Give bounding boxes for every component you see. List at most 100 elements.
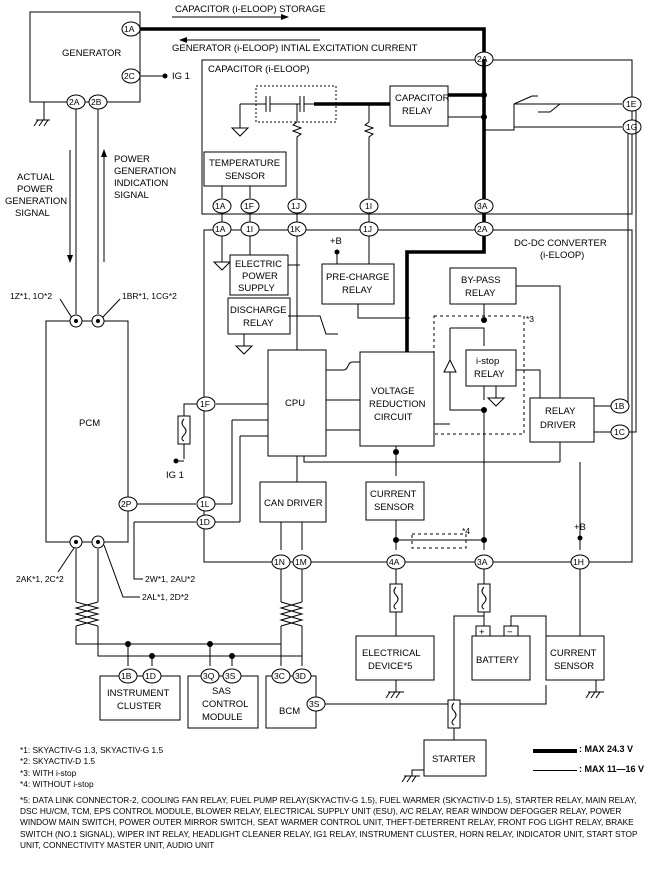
svg-text:RELAY: RELAY: [243, 318, 274, 329]
svg-text:CLUSTER: CLUSTER: [117, 701, 161, 712]
dcdc-pin-1b: 1B: [610, 398, 630, 414]
svg-text:SIGNAL: SIGNAL: [15, 208, 50, 219]
discharge-relay: [227, 297, 291, 335]
svg-text:POWER: POWER: [114, 154, 150, 165]
svg-text:3Q: 3Q: [203, 671, 215, 681]
svg-text:4A: 4A: [389, 557, 400, 567]
svg-text:1G: 1G: [626, 122, 637, 132]
legend-thick-label: : MAX 24.3 V: [579, 744, 634, 754]
sas-control-module: [187, 675, 259, 729]
svg-text:1B: 1B: [614, 401, 625, 411]
svg-text:SIGNAL: SIGNAL: [114, 190, 149, 201]
instrument-cluster: [99, 675, 181, 721]
svg-text:1F: 1F: [200, 399, 210, 409]
bcm-pin-3c: 3C: [271, 668, 291, 684]
svg-text:2A: 2A: [69, 97, 80, 107]
svg-text:1J: 1J: [363, 224, 372, 234]
svg-text:1A: 1A: [215, 224, 226, 234]
instrument-pin-1d: 1D: [142, 668, 162, 684]
svg-text:CONTROL: CONTROL: [202, 699, 248, 710]
svg-text:SENSOR: SENSOR: [225, 171, 265, 182]
svg-text:1J: 1J: [291, 201, 300, 211]
svg-text:1F: 1F: [244, 201, 254, 211]
svg-text:INSTRUMENT: INSTRUMENT: [107, 688, 169, 699]
svg-text:2B: 2B: [91, 97, 102, 107]
dcdc-pin-4a: 4A: [386, 554, 406, 570]
svg-text:DRIVER: DRIVER: [540, 420, 576, 431]
note-2: *2: SKYACTIV-D 1.5: [20, 756, 96, 767]
svg-text:POWER: POWER: [242, 271, 278, 282]
dcdc-pin-1a: 1A: [212, 221, 232, 237]
generator-pin-2b: 2B: [88, 94, 108, 110]
svg-text:1D: 1D: [145, 671, 156, 681]
voltage-reduction-circuit: [359, 351, 435, 447]
svg-text:TEMPERATURE: TEMPERATURE: [209, 158, 280, 169]
footnotes: *1: SKYACTIV-G 1.3, SKYACTIV-G 1.5 *2: S…: [20, 745, 650, 852]
pcm-twisted-pair: [74, 601, 100, 627]
relay-driver: [529, 397, 595, 443]
dcdc-pin-1h: 1H: [570, 554, 590, 570]
capacitor-pin-1i: 1I: [359, 198, 379, 214]
cpu-label: CPU: [285, 398, 305, 409]
svg-text:1D: 1D: [199, 517, 210, 527]
dcdc-current-sensor: [365, 481, 425, 521]
svg-text:PRE-CHARGE: PRE-CHARGE: [326, 272, 389, 283]
svg-text:1L: 1L: [200, 499, 210, 509]
svg-text:1E: 1E: [626, 99, 637, 109]
dcdc-pin-3a: 3A: [474, 554, 494, 570]
temperature-sensor: [203, 151, 287, 187]
generator-pin-2a: 2A: [66, 94, 86, 110]
power-indication-signal-label: POWER GENERATION INDICATION SIGNAL: [114, 154, 176, 201]
svg-text:MODULE: MODULE: [202, 712, 243, 723]
capacitor-pin-1e: 1E: [622, 96, 642, 112]
svg-text:POWER: POWER: [17, 184, 53, 195]
dcdc-pin-1f: 1F: [196, 396, 216, 412]
svg-text:VOLTAGE: VOLTAGE: [371, 386, 414, 397]
capacitor-title: CAPACITOR (i-ELOOP): [208, 64, 310, 75]
svg-text:1B: 1B: [121, 671, 132, 681]
pcm-pin-2p: 2P: [118, 496, 138, 512]
svg-text:3A: 3A: [477, 557, 488, 567]
main-power-line: [140, 27, 486, 52]
svg-text:1C: 1C: [614, 427, 625, 437]
note4-marker: *4: [462, 526, 470, 536]
electrical-device: [355, 635, 435, 681]
svg-text:GENERATION: GENERATION: [5, 196, 67, 207]
dcdc-pin-1l: 1L: [196, 496, 216, 512]
note-4: *4: WITHOUT i-stop: [20, 779, 94, 790]
dcdc-pin-1m: 1M: [292, 554, 312, 570]
svg-text:RELAY: RELAY: [402, 106, 433, 117]
svg-text:GENERATION: GENERATION: [114, 166, 176, 177]
svg-text:1A: 1A: [124, 24, 135, 34]
storage-label: CAPACITOR (i-ELOOP) STORAGE: [175, 4, 325, 15]
battery-box: [471, 635, 531, 681]
battery-minus: −: [507, 627, 513, 638]
dcdc-plus-b: +B: [574, 522, 586, 533]
generator-ig1: IG 1: [172, 71, 190, 82]
svg-text:1I: 1I: [246, 224, 253, 234]
note-5: *5: DATA LINK CONNECTOR-2, COOLING FAN R…: [20, 794, 638, 851]
svg-text:CURRENT: CURRENT: [550, 648, 597, 659]
istop-relay: [465, 349, 517, 387]
capacitor-pin-1g: 1G: [622, 119, 642, 135]
svg-text:RELAY: RELAY: [545, 406, 576, 417]
dcdc-pin-1d: 1D: [196, 514, 216, 530]
svg-text:SENSOR: SENSOR: [374, 502, 414, 513]
svg-text:SAS: SAS: [212, 686, 231, 697]
capacitor-pin-3a: 3A: [474, 198, 494, 214]
svg-text:CAPACITOR: CAPACITOR: [395, 93, 450, 104]
svg-text:BATTERY: BATTERY: [476, 655, 520, 666]
battery-plus: +: [479, 627, 485, 638]
svg-text:BY-PASS: BY-PASS: [461, 275, 501, 286]
pcm-label-2ak: 2AK*1, 2C*2: [16, 574, 64, 584]
generator-pin-1a: 1A: [121, 21, 141, 37]
generator-ground: [43, 101, 67, 120]
svg-text:ACTUAL: ACTUAL: [17, 172, 54, 183]
svg-text:2C: 2C: [124, 71, 135, 81]
capacitor-pin-1f: 1F: [240, 198, 260, 214]
svg-text:STARTER: STARTER: [432, 754, 476, 765]
svg-text:2P: 2P: [121, 499, 132, 509]
pcm-label-2w: 2W*1, 2AU*2: [145, 574, 195, 584]
note4-group: [411, 533, 467, 549]
svg-text:BCM: BCM: [279, 706, 300, 717]
